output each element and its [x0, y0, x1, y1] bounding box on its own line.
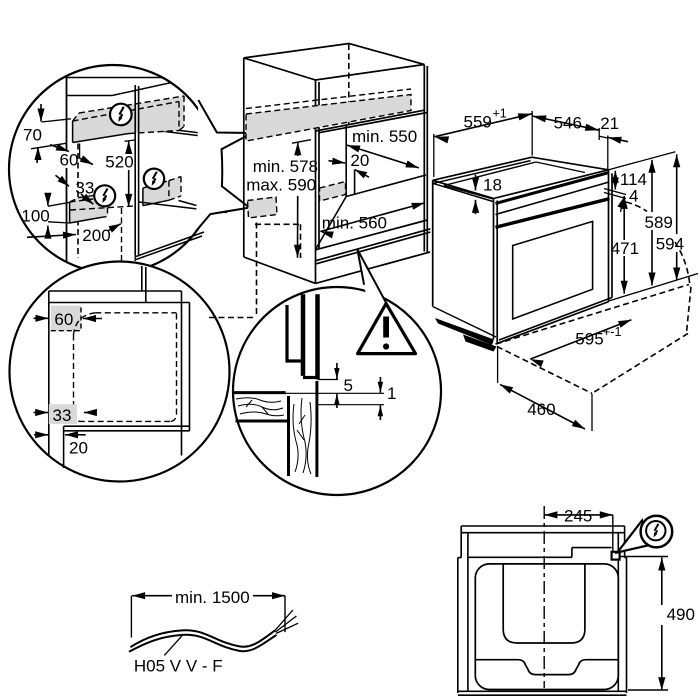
svg-text:33: 33	[53, 406, 72, 425]
svg-text:min. 578: min. 578	[253, 157, 318, 176]
svg-text:60: 60	[54, 310, 73, 329]
svg-text:20: 20	[69, 439, 88, 458]
svg-text:60: 60	[60, 151, 79, 170]
svg-text:70: 70	[23, 126, 42, 145]
svg-text:min. 560: min. 560	[322, 214, 387, 233]
svg-text:18: 18	[483, 176, 502, 195]
svg-text:33: 33	[75, 179, 94, 198]
svg-text:max. 590: max. 590	[246, 176, 316, 195]
svg-text:+-1: +-1	[603, 325, 621, 339]
svg-text:H05 V V - F: H05 V V - F	[134, 657, 223, 676]
svg-text:min. 1500: min. 1500	[175, 588, 250, 607]
svg-text:4: 4	[629, 187, 638, 206]
svg-text:594: 594	[656, 235, 684, 254]
svg-text:5: 5	[344, 376, 353, 395]
svg-text:520: 520	[105, 153, 133, 172]
svg-text:546: 546	[554, 114, 582, 133]
svg-text:min. 550: min. 550	[352, 127, 417, 146]
svg-text:245: 245	[564, 507, 592, 526]
svg-text:589: 589	[645, 213, 673, 232]
svg-text:200: 200	[82, 226, 110, 245]
svg-text:471: 471	[611, 239, 639, 258]
svg-text:100: 100	[21, 206, 49, 225]
svg-text:595: 595	[575, 330, 603, 349]
svg-text:114: 114	[620, 170, 647, 189]
svg-text:21: 21	[600, 114, 619, 133]
svg-text:490: 490	[667, 605, 695, 624]
svg-text:559: 559	[464, 113, 492, 132]
svg-text:+1: +1	[493, 107, 507, 121]
svg-text:20: 20	[350, 151, 369, 170]
svg-text:1: 1	[387, 384, 396, 403]
svg-text:460: 460	[527, 400, 555, 419]
